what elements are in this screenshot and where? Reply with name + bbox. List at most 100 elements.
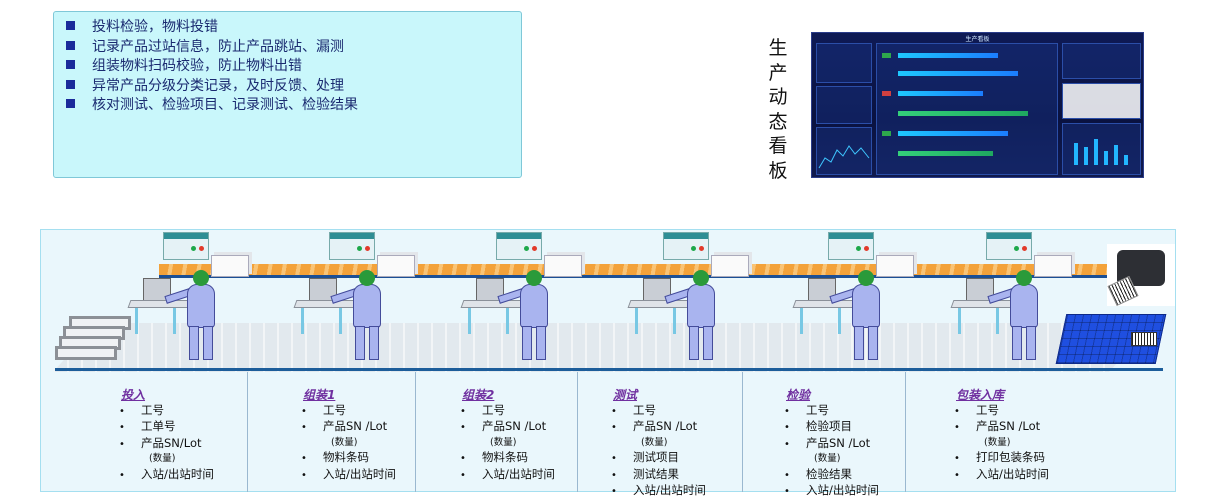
title-char: 板 xyxy=(768,159,788,182)
field-text: (数量) xyxy=(984,436,1011,448)
stage-input: 投入 •工号 •工单号 •产品SN/Lot (数量) •入站/出站时间 xyxy=(119,388,214,483)
stage-field: •打印包装条码 xyxy=(954,450,1045,464)
field-text: 产品SN /Lot xyxy=(633,419,698,433)
title-char: 动 xyxy=(768,86,788,108)
stage-field: •产品SN /Lot xyxy=(460,419,547,433)
stage-field-note: (数量) xyxy=(301,436,396,451)
stage-field: •工号 xyxy=(611,402,656,417)
dash-panel xyxy=(816,127,872,175)
status-chip xyxy=(882,53,891,58)
field-text: (数量) xyxy=(814,453,841,464)
stage-field: •工号 xyxy=(460,402,505,417)
workstation xyxy=(293,230,469,370)
production-line-diagram: 投入 •工号 •工单号 •产品SN/Lot (数量) •入站/出站时间 组装1 … xyxy=(40,229,1176,497)
product-boxes-icon xyxy=(1034,255,1072,277)
dash-panel xyxy=(816,86,872,124)
progress-bar xyxy=(898,111,1028,116)
field-text: 入站/出站时间 xyxy=(482,466,555,481)
status-chip xyxy=(882,131,891,136)
dashboard-thumbnail: 生产看板 xyxy=(811,32,1144,178)
stage-field: •产品SN /Lot xyxy=(301,419,388,433)
feature-item: 组装物料扫码校验，防止物料出错 xyxy=(66,57,521,77)
stage-fields: •工号 •检验项目 •产品SN /Lot (数量) •检验结果 •入站/出站时间 xyxy=(784,403,879,500)
workbench-leg xyxy=(301,308,304,334)
workstation xyxy=(627,230,803,370)
stage-field: •入站/出站时间 xyxy=(119,466,214,481)
square-bullet-icon xyxy=(66,99,75,108)
product-boxes-icon xyxy=(211,255,249,277)
worker-icon xyxy=(330,270,391,362)
field-text: 测试结果 xyxy=(633,466,679,481)
bar-column xyxy=(1094,139,1098,165)
stage-divider xyxy=(742,372,743,492)
monitor-icon xyxy=(828,232,874,260)
stage-title: 测试 xyxy=(613,388,638,402)
stage-field: •测试结果 xyxy=(611,466,679,481)
title-char: 生 xyxy=(768,37,788,59)
floor-baseline xyxy=(55,368,1163,371)
stage-field: •入站/出站时间 xyxy=(460,466,555,481)
material-racks-icon xyxy=(55,316,135,370)
workbench-leg xyxy=(506,308,509,334)
workbench-leg xyxy=(838,308,841,334)
workbench-leg xyxy=(996,308,999,334)
field-text: 工号 xyxy=(323,402,346,417)
worker-icon xyxy=(987,270,1048,362)
stage-title: 投入 xyxy=(121,388,146,402)
scanner-machine-icon xyxy=(143,278,171,302)
field-text: 工单号 xyxy=(141,419,176,433)
monitor-icon xyxy=(496,232,542,260)
workbench-leg xyxy=(173,308,176,334)
field-text: 检验项目 xyxy=(806,419,852,433)
stage-field: •检验结果 xyxy=(784,466,852,481)
stage-field: •入站/出站时间 xyxy=(301,466,396,481)
rack-shelf xyxy=(55,346,117,360)
stage-field: •测试项目 xyxy=(611,450,679,464)
feature-text: 记录产品过站信息，防止产品跳站、漏测 xyxy=(92,38,344,55)
monitor-icon xyxy=(663,232,709,260)
stage-fields: •工号 •产品SN /Lot (数量) •打印包装条码 •入站/出站时间 xyxy=(954,403,1049,484)
bar-column xyxy=(1104,151,1108,165)
workbench-leg xyxy=(135,308,138,334)
field-text: (数量) xyxy=(490,436,517,448)
field-text: 入站/出站时间 xyxy=(141,466,214,481)
field-text: (数量) xyxy=(149,453,176,464)
field-text: 测试项目 xyxy=(633,450,679,464)
stage-field: •产品SN /Lot xyxy=(784,435,871,450)
feature-info-box: 投料检验，物料投错 记录产品过站信息，防止产品跳站、漏测 组装物料扫码校验，防止… xyxy=(53,11,522,178)
field-text: 产品SN /Lot xyxy=(482,419,547,433)
feature-text: 组装物料扫码校验，防止物料出错 xyxy=(92,58,302,74)
stage-assembly-2: 组装2 •工号 •产品SN /Lot (数量) •物料条码 •入站/出站时间 xyxy=(460,388,555,483)
stage-inspection: 检验 •工号 •检验项目 •产品SN /Lot (数量) •检验结果 •入站/出… xyxy=(784,388,879,500)
workstation xyxy=(950,230,1126,370)
product-boxes-icon xyxy=(544,255,582,277)
field-text: 产品SN /Lot xyxy=(976,419,1041,433)
bar-column xyxy=(1114,145,1118,165)
worker-icon xyxy=(829,270,890,362)
stage-field: •检验项目 xyxy=(784,419,852,433)
area-chart-icon xyxy=(818,145,870,169)
stage-fields: •工号 •产品SN /Lot (数量) •物料条码 •入站/出站时间 xyxy=(301,403,396,484)
worker-icon xyxy=(164,270,225,362)
stage-title: 组装2 xyxy=(462,388,495,402)
workstation xyxy=(792,230,968,370)
monitor-icon xyxy=(163,232,209,260)
stage-field: •物料条码 xyxy=(460,450,528,464)
square-bullet-icon xyxy=(66,40,75,50)
dashboard-title: 生产看板 xyxy=(965,36,990,43)
stage-title: 检验 xyxy=(786,388,811,402)
dashboard-vertical-title: 生 产 动 态 看 板 xyxy=(766,36,790,183)
stage-field: •工单号 xyxy=(119,419,176,433)
field-text: (数量) xyxy=(331,436,358,448)
workbench-leg xyxy=(339,308,342,334)
stage-field: •工号 xyxy=(784,402,829,417)
feature-item: 核对测试、检验项目、记录测试、检验结果 xyxy=(66,96,521,116)
field-text: 工号 xyxy=(806,402,829,417)
monitor-icon xyxy=(986,232,1032,260)
stage-field: •物料条码 xyxy=(301,450,369,464)
feature-item: 投料检验，物料投错 xyxy=(66,18,521,38)
title-char: 态 xyxy=(768,110,788,133)
field-text: 工号 xyxy=(141,402,164,417)
stage-field: •产品SN/Lot xyxy=(119,435,202,450)
dash-panel xyxy=(816,43,872,83)
